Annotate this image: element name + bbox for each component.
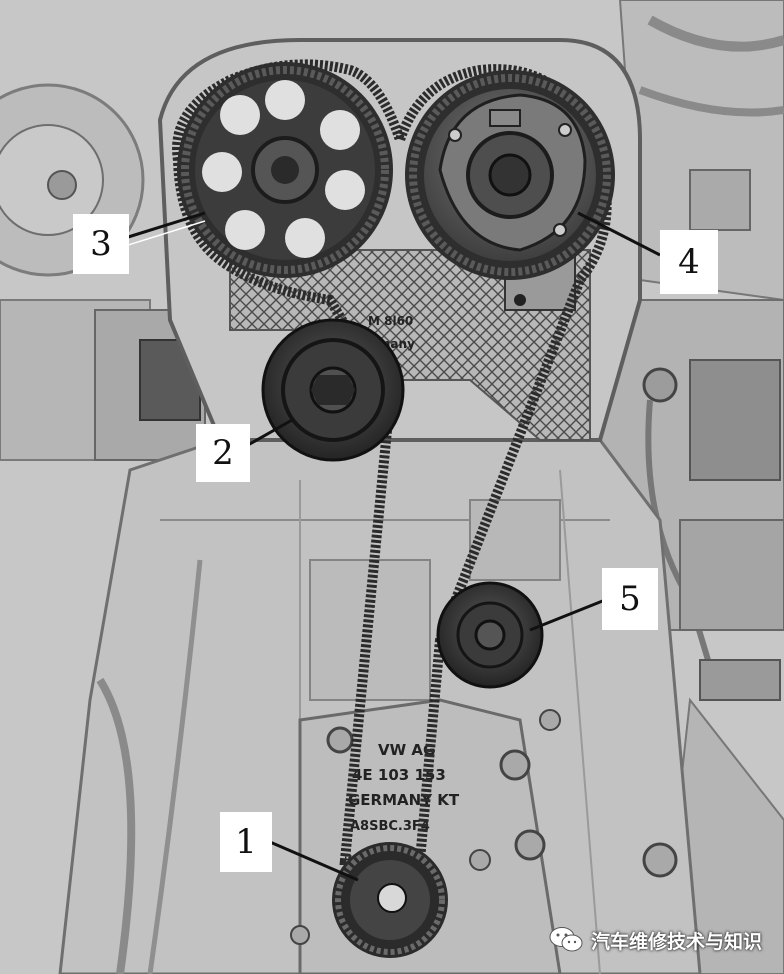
engraving-line-4: A8SBC.3F4 bbox=[350, 819, 430, 834]
watermark: 汽车维修技术与知识 bbox=[549, 926, 762, 954]
leader-line-2 bbox=[247, 418, 293, 447]
callout-1: 1 bbox=[220, 812, 272, 872]
callout-2: 2 bbox=[196, 424, 250, 482]
camshaft-sprocket-left bbox=[177, 62, 393, 278]
leader-line-3 bbox=[124, 211, 206, 240]
cover-text-1: M 8l60 bbox=[368, 314, 413, 328]
engraving-line-1: VW AG bbox=[378, 741, 435, 759]
crankshaft-sprocket bbox=[332, 842, 448, 958]
callout-5: 5 bbox=[602, 568, 658, 630]
callout-3: 3 bbox=[73, 214, 129, 274]
watermark-text: 汽车维修技术与知识 bbox=[590, 930, 762, 953]
idler-pulley bbox=[436, 581, 544, 689]
engraving-line-3: GERMANY KT bbox=[348, 791, 460, 809]
wechat-icon bbox=[549, 927, 583, 952]
leader-line-1 bbox=[269, 840, 359, 882]
camshaft-adjuster-right bbox=[405, 70, 615, 280]
callout-4: 4 bbox=[660, 230, 718, 294]
belt-tensioner bbox=[261, 318, 405, 462]
leader-line-4 bbox=[577, 211, 661, 257]
leader-line-5 bbox=[529, 598, 606, 632]
